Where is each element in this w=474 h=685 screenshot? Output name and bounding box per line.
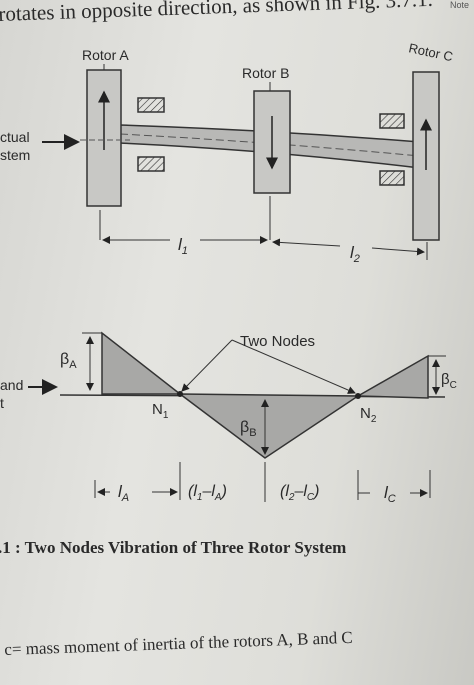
dimension-l1 [99,196,271,244]
two-nodes-label: Two Nodes [240,333,315,350]
rotor-c-disc [412,71,440,241]
bearing-c-bottom [379,170,405,186]
beta-b-label: βB [240,419,257,439]
beta-c-label: βC [441,371,457,391]
node-2-label: N2 [360,405,377,425]
beta-a-label: βA [60,351,77,371]
rotor-b-label: Rotor B [242,65,289,81]
bearing-a-top [137,97,165,113]
dim-mid2-label: (l2–lC) [280,483,319,503]
mode-shape-middle [177,393,361,459]
figure-caption: .1 : Two Nodes Vibration of Three Rotor … [0,538,347,557]
mode-shape-left [101,331,183,395]
corner-mark: Note [450,0,470,10]
beta-c-dimension [428,355,446,395]
node-1-label: N1 [152,401,169,421]
bearing-c-top [379,113,405,129]
two-nodes-leaders [181,339,356,394]
rotor-c-label: Rotor C [407,40,454,64]
dim-la-label: lA [118,482,129,504]
beta-a-dimension [82,332,102,391]
dim-lc-label: lC [384,483,396,505]
actual-system-label-1: ctual [0,129,30,145]
dim-mid1-label: (l1–lA) [188,483,227,503]
node-2-dot [355,393,361,399]
node-1-dot [177,391,183,397]
rotor-a-label: Rotor A [82,47,129,63]
mode-label-1: and [0,377,23,393]
mode-label-2: t [0,395,4,411]
mode-shape-right [355,354,429,399]
bottom-dimension-chain [94,462,431,502]
rotor-a-disc [86,69,122,207]
bearing-a-bottom [137,156,165,172]
length-l1-label: l1 [178,235,188,257]
dimension-l2 [272,238,428,260]
rotor-b-disc [253,90,291,194]
actual-system-label-2: stem [0,147,30,163]
length-l2-label: l2 [350,243,360,265]
